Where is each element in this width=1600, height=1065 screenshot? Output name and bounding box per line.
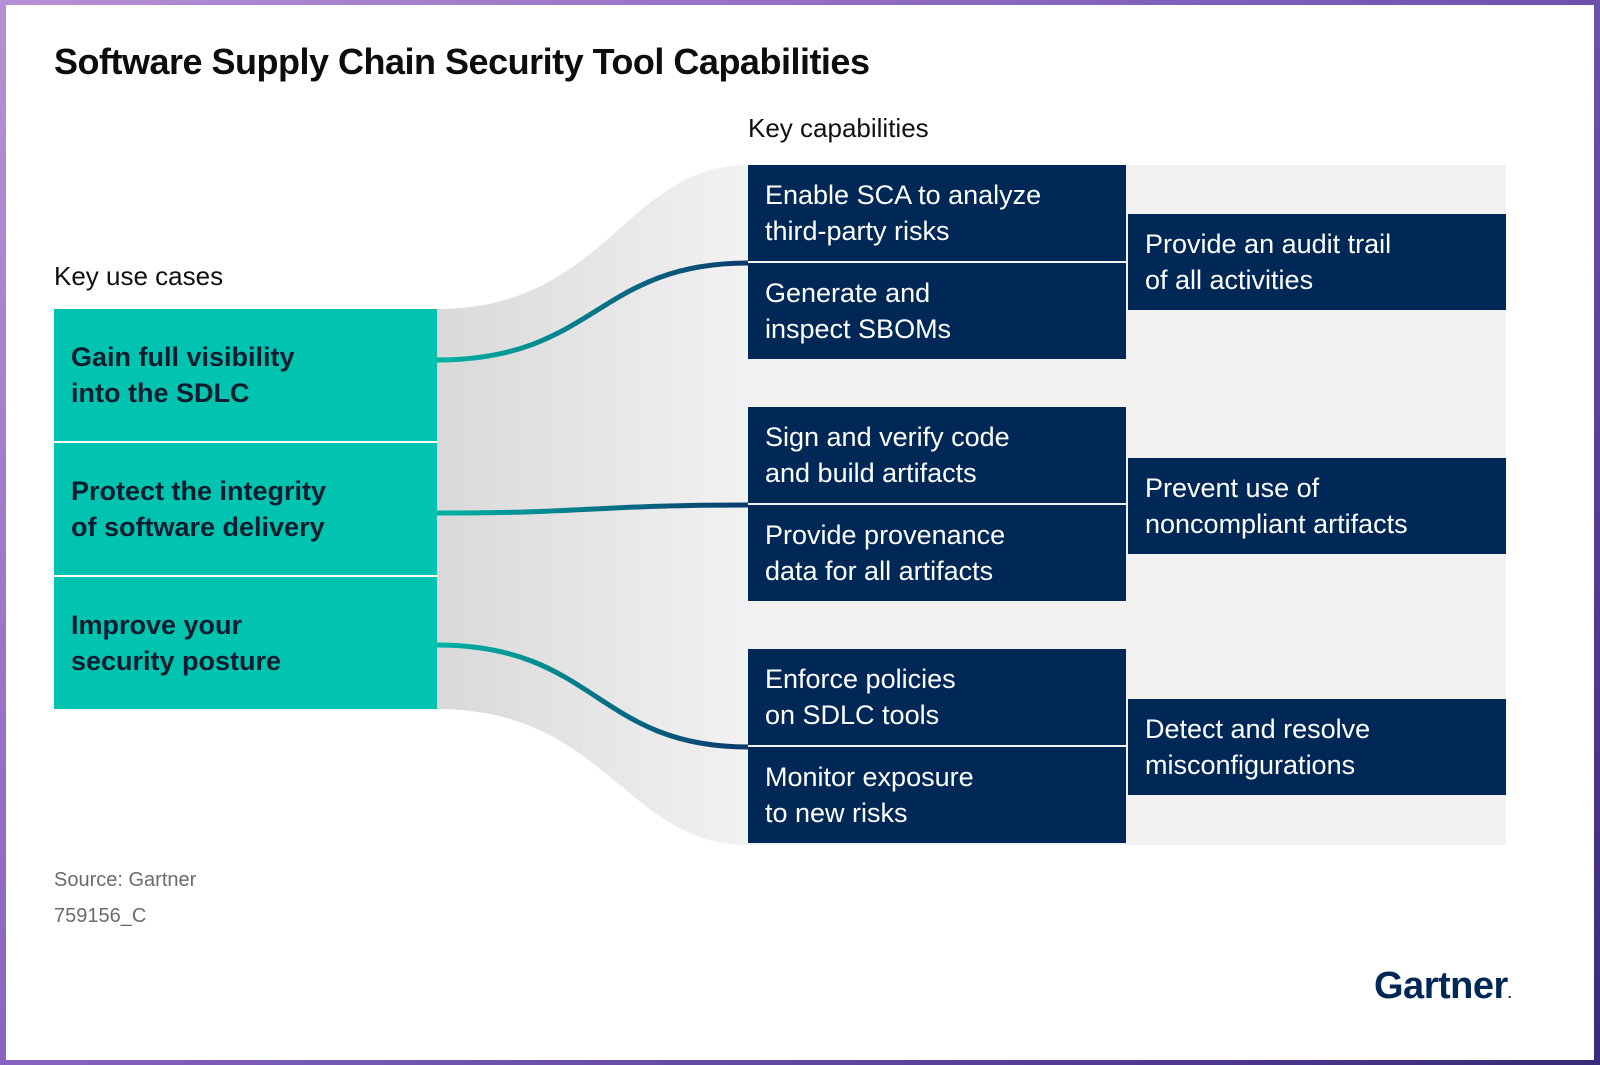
capability-sbom: Generate and inspect SBOMs	[748, 263, 1126, 359]
use-case-label: Gain full visibility into the SDLC	[71, 342, 295, 408]
capability-enforce-policies: Enforce policies on SDLC tools	[748, 649, 1126, 745]
figure-id: 759156_C	[54, 905, 147, 927]
capability-label: Provide an audit trail of all activities	[1145, 229, 1392, 295]
capability-label: Monitor exposure to new risks	[765, 762, 974, 828]
capability-label: Provide provenance data for all artifact…	[765, 520, 1006, 586]
diagram-frame: Software Supply Chain Security Tool Capa…	[6, 5, 1594, 1060]
use-case-posture: Improve your security posture	[54, 577, 437, 709]
diagram-title: Software Supply Chain Security Tool Capa…	[54, 41, 870, 82]
connector-line-integrity	[436, 502, 749, 516]
use-cases-label: Key use cases	[54, 261, 224, 291]
connector-line-visibility	[436, 260, 749, 363]
use-case-label: Improve your security posture	[71, 610, 282, 676]
use-case-integrity: Protect the integrity of software delive…	[54, 443, 437, 575]
capability-detect-misconfigurations: Detect and resolve misconfigurations	[1128, 699, 1506, 795]
capability-audit-trail: Provide an audit trail of all activities	[1128, 214, 1506, 310]
capability-label: Prevent use of noncompliant artifacts	[1145, 473, 1408, 539]
funnel-shape	[437, 165, 748, 845]
capability-label: Sign and verify code and build artifacts	[765, 422, 1010, 488]
capabilities-label: Key capabilities	[748, 113, 929, 143]
logo-text: Gartner	[1374, 965, 1508, 1007]
capability-label: Generate and inspect SBOMs	[765, 278, 952, 344]
logo-dot-icon: .	[1507, 985, 1512, 1001]
capability-label: Detect and resolve misconfigurations	[1145, 714, 1371, 780]
capability-monitor-exposure: Monitor exposure to new risks	[748, 747, 1126, 843]
capability-sign-verify: Sign and verify code and build artifacts	[748, 407, 1126, 503]
capability-sca: Enable SCA to analyze third-party risks	[748, 165, 1126, 261]
use-case-visibility: Gain full visibility into the SDLC	[54, 309, 437, 441]
capability-prevent-noncompliant: Prevent use of noncompliant artifacts	[1128, 458, 1506, 554]
use-case-label: Protect the integrity of software delive…	[71, 476, 327, 542]
gartner-logo: Gartner.	[1374, 965, 1512, 1008]
connector-line-posture	[436, 642, 749, 750]
capability-label: Enable SCA to analyze third-party risks	[765, 180, 1042, 246]
source-note: Source: Gartner	[54, 869, 197, 891]
capability-provenance: Provide provenance data for all artifact…	[748, 505, 1126, 601]
capability-label: Enforce policies on SDLC tools	[765, 664, 956, 730]
